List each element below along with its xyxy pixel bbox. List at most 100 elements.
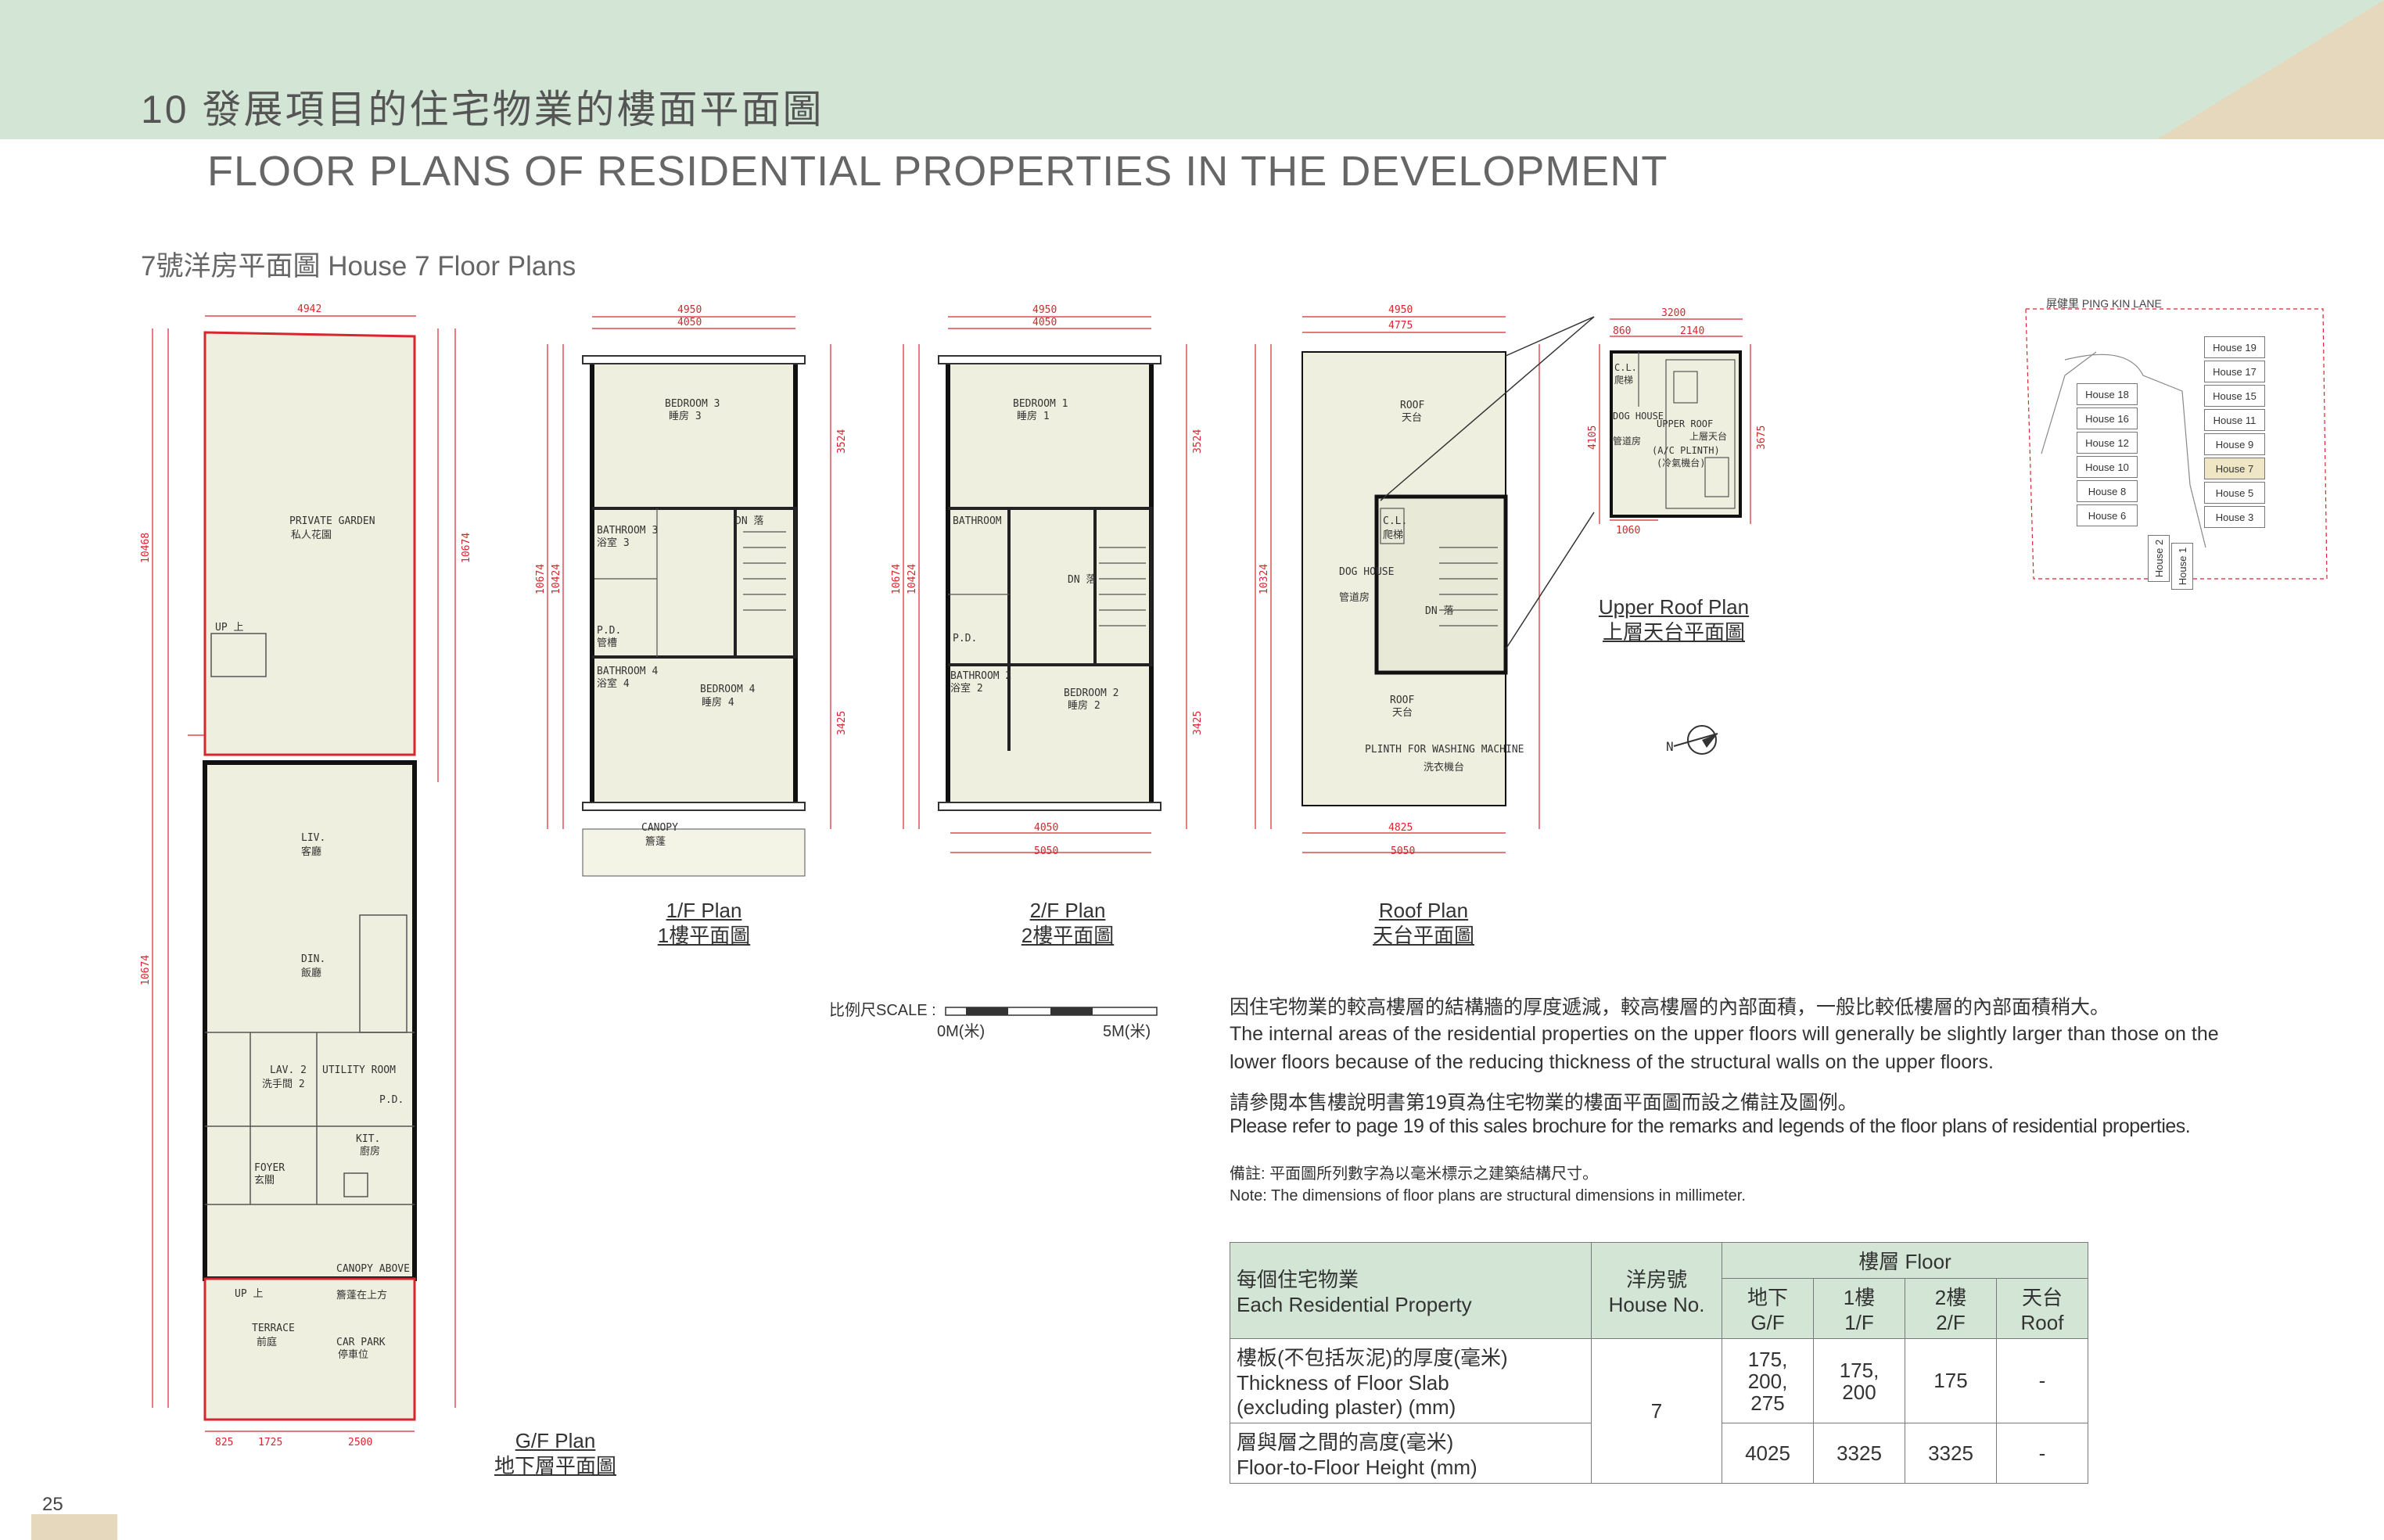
f1-plan-caption: 1/F Plan 1樓平面圖 — [618, 898, 790, 948]
keyplan-house: House 3 — [2204, 506, 2265, 528]
table-cell: 175 — [1905, 1338, 1997, 1423]
keyplan-house: House 6 — [2077, 504, 2138, 526]
f2-bed2-label-zh: 睡房 2 — [1068, 699, 1100, 712]
gf-dim-b3: 2500 — [348, 1437, 372, 1448]
f1-dim-d3: 3425 — [836, 711, 848, 735]
note-en-1: The internal areas of the residential pr… — [1230, 1023, 2219, 1073]
f1-bed3-label: BEDROOM 3 — [665, 398, 720, 410]
gf-din-label-zh: 飯廳 — [301, 967, 321, 979]
gf-pd-label: P.D. — [379, 1094, 404, 1106]
scale-label: 比例尺SCALE : — [829, 1002, 936, 1019]
upper-acplinth-label: (A/C PLINTH) — [1652, 445, 1720, 456]
f1-canopy-label: CANOPY — [641, 822, 678, 834]
keyplan-house: House 5 — [2204, 482, 2265, 504]
f2-dim-top: 4950 — [1032, 304, 1057, 316]
table-row: 層與層之間的高度(毫米) Floor-to-Floor Height (mm) … — [1230, 1423, 2088, 1484]
section-title-zh: 10 發展項目的住宅物業的樓面平面圖 — [141, 88, 824, 131]
roof-label: ROOF — [1400, 400, 1424, 411]
f2-plan: 4950 4050 4050 5050 1650 1940 10674 1042… — [891, 304, 1204, 857]
f2-dim-bot: 4050 — [1034, 822, 1058, 834]
keyplan-house: House 11 — [2204, 409, 2265, 431]
keyplan-house: House 12 — [2077, 432, 2138, 454]
section-title-en: FLOOR PLANS OF RESIDENTIAL PROPERTIES IN… — [207, 148, 1668, 195]
table-cell: 175, 200 — [1813, 1338, 1905, 1423]
f2-dn-label: DN 落 — [1068, 574, 1096, 586]
keyplan-house: House 7 — [2204, 458, 2265, 479]
roof-dn-label: DN 落 — [1425, 605, 1453, 617]
gf-dim-b2: 1725 — [258, 1437, 282, 1448]
upper-cl-label: C.L. — [1614, 362, 1637, 373]
page-tab — [31, 1514, 117, 1540]
f2-bed1-label: BEDROOM 1 — [1013, 398, 1068, 410]
roof-cl-label-zh: 爬梯 — [1383, 529, 1403, 541]
roof-plan-title: Roof Plan — [1378, 899, 1469, 922]
f1-plan-title-zh: 1樓平面圖 — [657, 924, 751, 947]
keyplan-house: House 10 — [2077, 456, 2138, 478]
table-row1-label: 樓板(不包括灰泥)的厚度(毫米) Thickness of Floor Slab… — [1230, 1338, 1592, 1423]
f1-plan: 4950 4050 5050 1650 1940 10674 10424 352… — [535, 304, 848, 877]
svg-text:N: N — [1666, 739, 1674, 754]
upper-roof-plan-title: Upper Roof Plan — [1598, 595, 1750, 619]
roof-doghouse-label-zh: 管道房 — [1339, 591, 1370, 604]
note-en-2: Please refer to page 19 of this sales br… — [1230, 1115, 2191, 1137]
note-en-3: Note: The dimensions of floor plans are … — [1230, 1187, 1746, 1204]
f1-pd-label: P.D. — [597, 625, 621, 637]
gf-garden-label: PRIVATE GARDEN — [289, 515, 375, 527]
gf-dim-side: 10468 — [140, 533, 152, 563]
keyplan-house: House 1 — [2171, 543, 2193, 590]
north-arrow-icon: N — [1666, 725, 1718, 755]
upper-roof-plan-caption: Upper Roof Plan 上層天台平面圖 — [1588, 594, 1760, 644]
table-header-property: 每個住宅物業 Each Residential Property — [1230, 1242, 1592, 1339]
f2-dim-bot2: 5050 — [1034, 845, 1058, 857]
roof-plan: 4950 4775 4825 5050 2015 10324 3299 3150 — [1255, 304, 1595, 857]
f1-bed4-label: BEDROOM 4 — [700, 684, 756, 695]
roof-dim-bot: 4825 — [1388, 822, 1413, 834]
f1-bed3-label-zh: 睡房 3 — [669, 410, 702, 422]
gf-plan-title: G/F Plan — [515, 1429, 596, 1452]
keyplan-house: House 19 — [2204, 336, 2265, 358]
f2-plan-caption: 2/F Plan 2樓平面圖 — [982, 898, 1154, 948]
roof-dim-top2: 4775 — [1388, 320, 1413, 332]
table-cell: - — [1996, 1338, 2088, 1423]
gf-carpark-label: CAR PARK — [336, 1337, 386, 1348]
gf-plan-title-zh: 地下層平面圖 — [494, 1454, 616, 1477]
gf-foyer-label: FOYER — [254, 1162, 285, 1174]
f1-plan-title: 1/F Plan — [666, 899, 742, 922]
note-zh-3: 備註: 平面圖所列數字為以毫米標示之建築結構尺寸。 — [1230, 1165, 1599, 1183]
f1-dim-side2: 10424 — [551, 564, 562, 594]
f1-bath3-label: BATHROOM 3 — [597, 525, 658, 537]
f2-bed1-label-zh: 睡房 1 — [1017, 410, 1050, 422]
scale-zero-label: 0M(米) — [937, 1023, 986, 1040]
gf-plan-caption: G/F Plan 地下層平面圖 — [469, 1428, 641, 1478]
upper-dim-side: 4105 — [1587, 425, 1599, 450]
keyplan-house: House 9 — [2204, 433, 2265, 455]
upper-cl-label-zh: 爬梯 — [1614, 375, 1633, 386]
gf-dim-b1: 825 — [215, 1437, 233, 1448]
keyplan-house: House 16 — [2077, 407, 2138, 429]
upper-dim-top: 3200 — [1661, 307, 1686, 319]
f1-bath4-label-zh: 浴室 4 — [597, 677, 630, 690]
gf-din-label: DIN. — [301, 953, 325, 965]
gf-foyer-label-zh: 玄關 — [254, 1175, 275, 1186]
f1-dim-top: 4950 — [677, 304, 702, 316]
f1-bed4-label-zh: 睡房 4 — [702, 696, 734, 709]
upper-roof-label: UPPER ROOF — [1657, 418, 1713, 429]
gf-liv-label: LIV. — [301, 832, 325, 844]
gf-carpark-label-zh: 停車位 — [338, 1348, 368, 1361]
f2-plan-title-zh: 2樓平面圖 — [1021, 924, 1115, 947]
upper-acplinth-label-zh: (冷氣機台) — [1657, 457, 1705, 468]
roof-plan-title-zh: 天台平面圖 — [1372, 924, 1474, 947]
roof-plinth-label: PLINTH FOR WASHING MACHINE — [1365, 744, 1524, 756]
upper-dim-bot: 1060 — [1616, 525, 1640, 537]
f2-dim-d2: 3524 — [1192, 429, 1204, 454]
gf-lav2-label-zh: 洗手間 2 — [262, 1079, 305, 1090]
keyplan-house: House 18 — [2077, 383, 2138, 405]
roof-cl-label: C.L. — [1383, 515, 1407, 527]
f2-plan-title: 2/F Plan — [1029, 899, 1106, 922]
scale-bar-graphic — [945, 1006, 1158, 1016]
upper-dim-b: 2140 — [1680, 325, 1704, 337]
header-banner — [0, 0, 2384, 139]
